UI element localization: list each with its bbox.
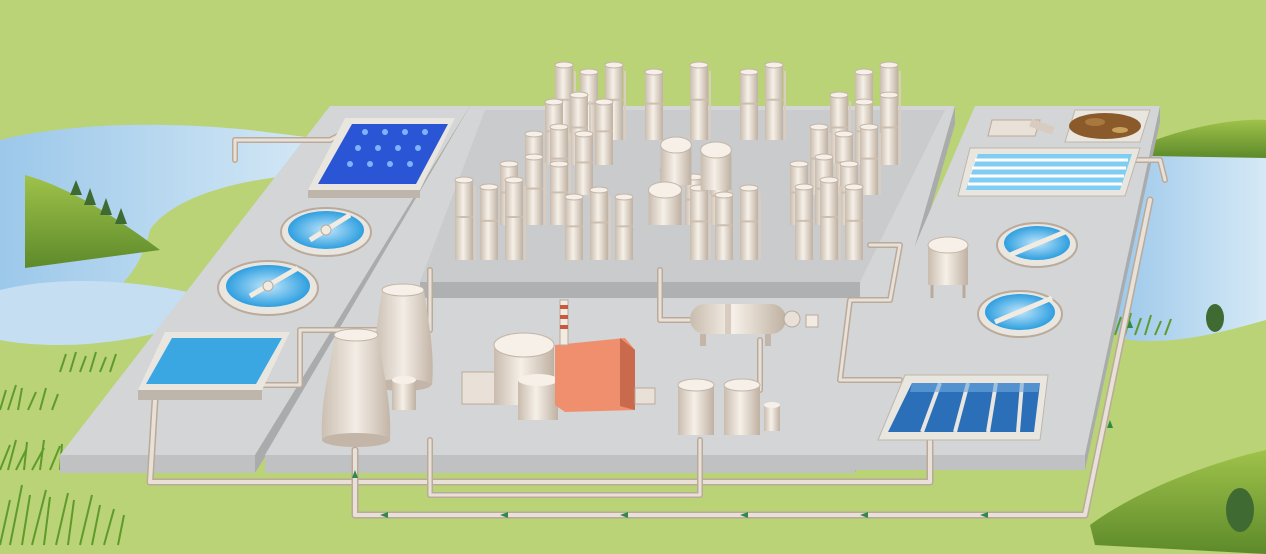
distillation-column-icon [589,186,611,260]
storage-tank-icon [927,236,969,298]
storage-tank-icon [392,376,416,410]
storage-tank-icon [700,141,732,190]
tree-icon [1206,304,1254,532]
distillation-column-icon [764,61,786,140]
filtration-basin-icon [957,147,1141,197]
sludge-bed-icon [1064,109,1151,143]
distillation-column-field [454,61,901,260]
horizontal-vessel-icon [690,304,819,346]
distillation-column-icon [859,123,881,195]
right-hill-top [1150,119,1266,158]
storage-tank-icon [660,136,692,185]
distillation-column-icon [524,153,546,225]
distillation-column-icon [714,191,734,260]
left-river [0,124,330,322]
filtration-basin-icon [877,374,1049,441]
distillation-column-icon [739,68,759,140]
distillation-column-icon [844,183,864,260]
distillation-column-icon [504,176,526,260]
distillation-column-icon [574,130,594,195]
sedimentation-basin-icon [138,332,290,400]
distillation-column-icon [689,61,711,140]
clarifier-icon [996,222,1078,268]
distillation-column-icon [564,193,584,260]
clarifier-icon [977,290,1063,338]
right-hill-bottom [1090,450,1266,554]
distillation-column-icon [794,183,814,260]
distillation-column-icon [549,160,569,225]
flow-arrow-icon [352,320,1133,518]
distillation-column-icon [594,98,614,165]
left-hill [25,175,160,268]
distillation-column-icon [739,184,761,260]
distillation-column-icon [689,184,711,260]
right-river [1113,145,1266,341]
storage-tank-icon [648,181,682,225]
distillation-column-icon [614,193,634,260]
clarifier-icon [217,260,319,316]
distillation-column-icon [479,183,499,260]
storage-tank-icon [677,378,780,435]
distillation-column-icon [879,91,901,165]
reactor-building-icon [461,299,656,420]
aeration-basin-icon [308,118,455,198]
tree-icon [70,180,127,224]
storage-tank-icon [987,118,1055,137]
distillation-column-icon [454,176,476,260]
cooling-tower-icon [321,328,391,447]
distillation-column-icon [819,176,841,260]
clarifier-icon [280,207,372,257]
distillation-column-icon [644,68,664,140]
